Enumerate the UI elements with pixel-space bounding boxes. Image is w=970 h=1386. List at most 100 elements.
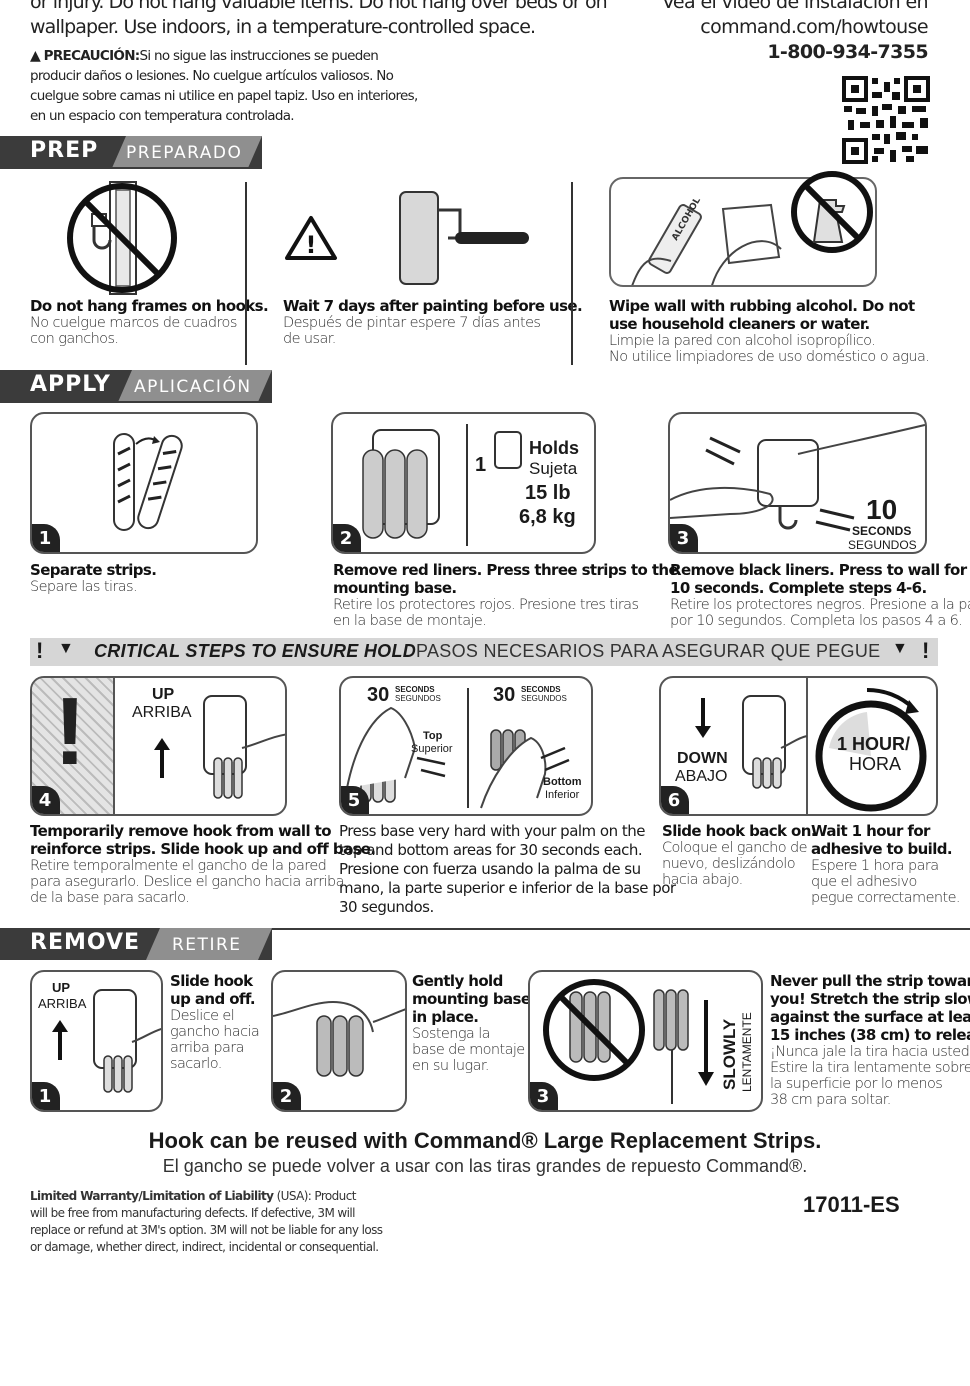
critical-title: CRITICAL STEPS TO ENSURE HOLD bbox=[94, 641, 417, 661]
holds-en: Holds bbox=[529, 438, 580, 458]
step-6-es: Coloque el gancho de bbox=[662, 840, 808, 856]
paint-roller-illustration: ! bbox=[285, 190, 530, 290]
prep-1-en: Do not hang frames on hooks. bbox=[30, 297, 269, 315]
down-es: ABAJO bbox=[675, 768, 728, 785]
prep-3-en: Wipe wall with rubbing alcohol. Do not bbox=[609, 297, 915, 315]
remove-3-en: against the surface at least bbox=[770, 1008, 970, 1026]
howto-url[interactable]: command.com/howtouse bbox=[700, 16, 928, 38]
apply-step-1-panel: 1 bbox=[30, 412, 258, 554]
prep-2-es: Después de pintar espere 7 días antes bbox=[283, 315, 541, 331]
hour-es: HORA bbox=[849, 754, 902, 774]
step-number: 2 bbox=[333, 524, 361, 552]
warning-triangle-icon: ▲ bbox=[30, 48, 41, 64]
precaution-line: Si no sigue las instrucciones se pueden bbox=[139, 48, 379, 64]
remove-1-en: up and off. bbox=[170, 990, 256, 1008]
step-6-wait-en: Wait 1 hour for bbox=[811, 822, 930, 840]
reuse-title: Hook can be reused with Command® Large R… bbox=[148, 1128, 822, 1153]
prep-title-es: PREPARADO bbox=[126, 143, 243, 163]
step-6-wait-es: Espere 1 hora para bbox=[811, 858, 939, 874]
slowly-es: LENTAMENTE bbox=[740, 1012, 754, 1092]
remove-3-es: ¡Nunca jale la tira hacia usted! bbox=[770, 1044, 970, 1060]
step-4-es: para asegurarlo. Deslice el gancho hacia… bbox=[30, 874, 345, 890]
remove-3-en: 15 inches (38 cm) to release. bbox=[770, 1026, 970, 1044]
prep-1-es: con ganchos. bbox=[30, 331, 119, 347]
remove-banner: REMOVE RETIRE bbox=[0, 928, 272, 960]
hour-en: 1 HOUR/ bbox=[837, 734, 911, 754]
step-6-en: Slide hook back on. bbox=[662, 822, 817, 840]
remove-step-2-panel: 2 bbox=[271, 970, 407, 1112]
video-line: Vea el video de instalación en bbox=[661, 0, 929, 13]
apply-2-es: Retire los protectores rojos. Presione t… bbox=[333, 597, 639, 613]
remove-step-1-panel: UP ARRIBA 1 bbox=[30, 970, 163, 1112]
remove-title: REMOVE bbox=[30, 930, 141, 955]
timer-es: SEGUNDOS bbox=[848, 538, 917, 552]
prep-1-es: No cuelgue marcos de cuadros bbox=[30, 315, 237, 331]
step-4-en: reinforce strips. Slide hook up and off … bbox=[30, 840, 376, 858]
prep-banner: PREP PREPARADO bbox=[0, 136, 262, 168]
prep-3-es: No utilice limpiadores de uso doméstico … bbox=[609, 349, 930, 365]
step-6-wait-en: adhesive to build. bbox=[811, 840, 953, 858]
remove-3-es: 38 cm para soltar. bbox=[770, 1092, 891, 1108]
remove-title-es: RETIRE bbox=[172, 935, 242, 955]
remove-step-3-panel: SLOWLY LENTAMENTE 3 bbox=[528, 970, 763, 1112]
step-5-es: 30 segundos. bbox=[339, 898, 434, 916]
remove-3-es: Estire la tira lentamente sobre bbox=[770, 1060, 970, 1076]
apply-3-es: Retire los protectores negros. Presione … bbox=[670, 597, 970, 613]
remove-2-es: base de montaje bbox=[412, 1042, 525, 1058]
apply-2-en: mounting base. bbox=[333, 579, 457, 597]
sec2-value: 30 bbox=[493, 684, 516, 706]
step-number: 1 bbox=[32, 524, 60, 552]
sec1-value: 30 bbox=[367, 684, 390, 706]
precaution-label: PRECAUCIÓN: bbox=[43, 48, 141, 64]
prep-3-en: use household cleaners or water. bbox=[609, 315, 870, 333]
holds-qty: 1 bbox=[475, 454, 487, 476]
bottom-en: Bottom bbox=[543, 776, 582, 788]
sec2-en: SECONDS bbox=[521, 685, 561, 694]
apply-3-en: 10 seconds. Complete steps 4-6. bbox=[670, 579, 927, 597]
step-5-en: Press base very hard with your palm on t… bbox=[339, 822, 645, 840]
no-spray-illustration bbox=[790, 170, 874, 254]
holds-lb: 15 lb bbox=[525, 482, 571, 504]
qr-code[interactable] bbox=[842, 76, 930, 164]
apply-step-3-panel: 10 SECONDS SEGUNDOS 3 bbox=[668, 412, 927, 554]
no-frames-illustration bbox=[66, 181, 178, 295]
sec1-en: SECONDS bbox=[395, 685, 435, 694]
critical-banner: ! ▼ CRITICAL STEPS TO ENSURE HOLD PASOS … bbox=[30, 638, 938, 666]
remove-1-es: Deslice el bbox=[170, 1008, 235, 1024]
apply-2-en: Remove red liners. Press three strips to… bbox=[333, 561, 679, 579]
chevron-down-icon: ▼ bbox=[58, 640, 74, 657]
critical-title-es: PASOS NECESARIOS PARA ASEGURAR QUE PEGUE bbox=[416, 641, 881, 661]
step-number: 4 bbox=[32, 786, 60, 814]
divider bbox=[245, 182, 247, 365]
apply-1-es: Separe las tiras. bbox=[30, 579, 138, 595]
step-number: 2 bbox=[273, 1082, 301, 1110]
phone-number: 1-800-934-7355 bbox=[767, 41, 928, 63]
step-number: 1 bbox=[32, 1082, 60, 1110]
top-en: Top bbox=[423, 730, 443, 742]
remove-2-en: Gently hold bbox=[412, 972, 503, 990]
critical-step-6-panel: DOWN ABAJO 1 HOUR/ HORA 6 bbox=[659, 676, 938, 816]
step-number: 3 bbox=[530, 1082, 558, 1110]
prep-2-es: de usar. bbox=[283, 331, 336, 347]
remove-3-es: la superficie por lo menos bbox=[770, 1076, 943, 1092]
step-number: 6 bbox=[661, 786, 689, 814]
warning-line: wallpaper. Use indoors, in a temperature… bbox=[30, 16, 536, 38]
step-number: 5 bbox=[341, 786, 369, 814]
bottom-es: Inferior bbox=[545, 789, 580, 801]
remove-3-en: you! Stretch the strip slowly bbox=[770, 990, 970, 1008]
remove-2-es: en su lugar. bbox=[412, 1058, 490, 1074]
up-es: ARRIBA bbox=[38, 996, 87, 1011]
top-es: Superior bbox=[411, 743, 453, 755]
apply-banner: APPLY APLICACIÓN bbox=[0, 370, 272, 402]
apply-title: APPLY bbox=[30, 372, 111, 397]
critical-step-4-panel: ! UP ARRIBA 4 bbox=[30, 676, 287, 816]
precaution-line: producir daños o lesiones. No cuelgue ar… bbox=[30, 68, 394, 84]
step-5-en: top and bottom areas for 30 seconds each… bbox=[339, 841, 643, 859]
remove-2-en: in place. bbox=[412, 1008, 479, 1026]
precaution-block: ▲ PRECAUCIÓN:Si no sigue las instruccion… bbox=[30, 46, 418, 126]
precaution-line: en un espacio con temperatura controlada… bbox=[30, 108, 295, 124]
step-6-wait-es: pegue correctamente. bbox=[811, 890, 961, 906]
apply-title-es: APLICACIÓN bbox=[134, 377, 252, 397]
apply-3-es: por 10 segundos. Completa los pasos 4 a … bbox=[670, 613, 963, 629]
step-5-es: Presione con fuerza usando la palma de s… bbox=[339, 860, 641, 878]
